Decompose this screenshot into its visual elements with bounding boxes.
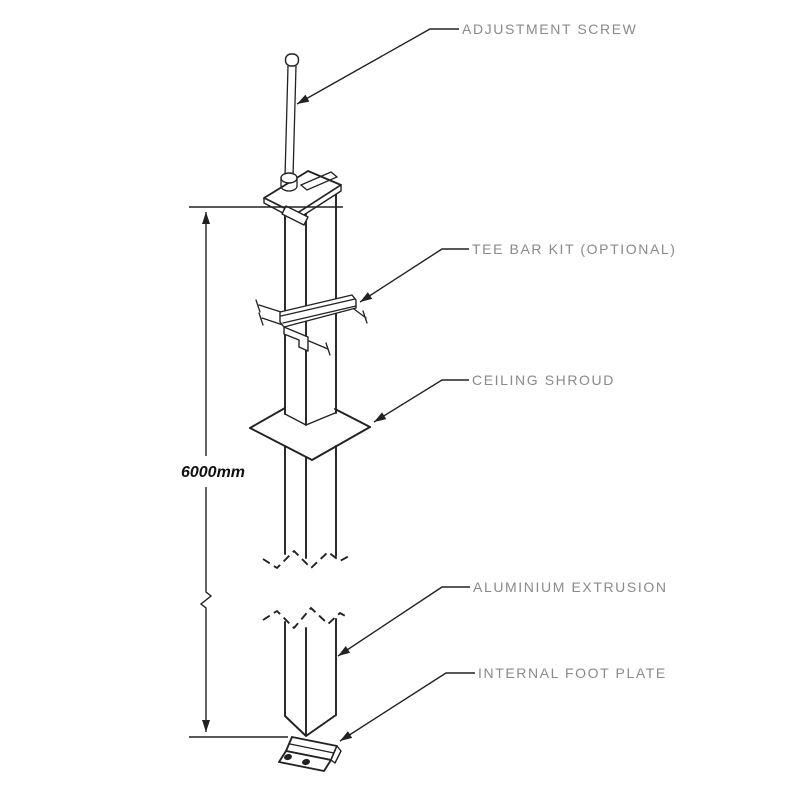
dimension-label: 6000mm (181, 464, 245, 481)
leader-aluminium-extrusion (337, 586, 470, 657)
break-line-top (262, 550, 350, 569)
aluminium-extrusion-part (262, 192, 350, 737)
callout-label-adjustment-screw: ADJUSTMENT SCREW (462, 21, 637, 37)
callout-aluminium-extrusion: ALUMINIUM EXTRUSION (337, 579, 668, 657)
leader-tee-bar-kit (359, 248, 469, 303)
callout-label-tee-bar-kit: TEE BAR KIT (OPTIONAL) (472, 241, 677, 257)
ceiling-shroud-part (249, 407, 371, 461)
leader-ceiling-shroud (373, 379, 469, 423)
top-bracket-part (263, 170, 342, 226)
screw-cap (284, 53, 300, 67)
callout-ceiling-shroud: CEILING SHROUD (373, 372, 615, 423)
callout-label-internal-foot-plate: INTERNAL FOOT PLATE (478, 665, 667, 681)
tee-bar-kit-part (255, 294, 368, 356)
leader-internal-foot-plate (339, 672, 475, 742)
callout-tee-bar-kit: TEE BAR KIT (OPTIONAL) (359, 241, 677, 303)
leader-adjustment-screw (296, 28, 459, 105)
dimension-annotation: 6000mm (181, 206, 343, 738)
break-line-bottom (262, 607, 350, 629)
callout-adjustment-screw: ADJUSTMENT SCREW (296, 21, 637, 105)
adjustment-screw-part (280, 53, 300, 192)
callout-internal-foot-plate: INTERNAL FOOT PLATE (339, 665, 667, 742)
internal-foot-plate-part (278, 736, 342, 772)
callout-label-ceiling-shroud: CEILING SHROUD (472, 372, 615, 388)
screw-boss (280, 172, 298, 184)
callout-label-aluminium-extrusion: ALUMINIUM EXTRUSION (473, 579, 668, 595)
dimension-line-lower (199, 487, 213, 732)
